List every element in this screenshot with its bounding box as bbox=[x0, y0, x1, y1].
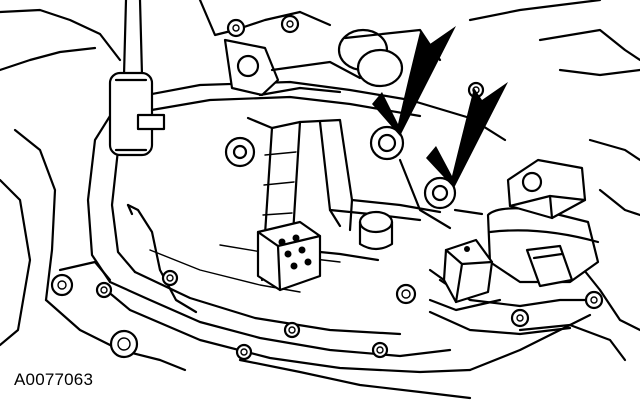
oil-pan-edge bbox=[98, 278, 602, 374]
callout-arrow-2-icon bbox=[426, 82, 508, 188]
solenoid-top bbox=[223, 28, 442, 97]
valve-block bbox=[256, 220, 322, 292]
wiring-connector bbox=[108, 0, 166, 157]
bolt-heads bbox=[50, 14, 604, 361]
sensor-plug bbox=[428, 238, 502, 312]
callout-arrow-1-icon bbox=[372, 26, 456, 136]
detent-spring bbox=[126, 203, 198, 314]
target-bore-2 bbox=[423, 176, 457, 210]
target-bore-1 bbox=[369, 125, 405, 161]
manual-shaft-sensor bbox=[453, 158, 600, 288]
plate-bore bbox=[224, 136, 256, 168]
plate-boss bbox=[358, 210, 394, 251]
figure-id-label: A0077063 bbox=[14, 370, 94, 389]
